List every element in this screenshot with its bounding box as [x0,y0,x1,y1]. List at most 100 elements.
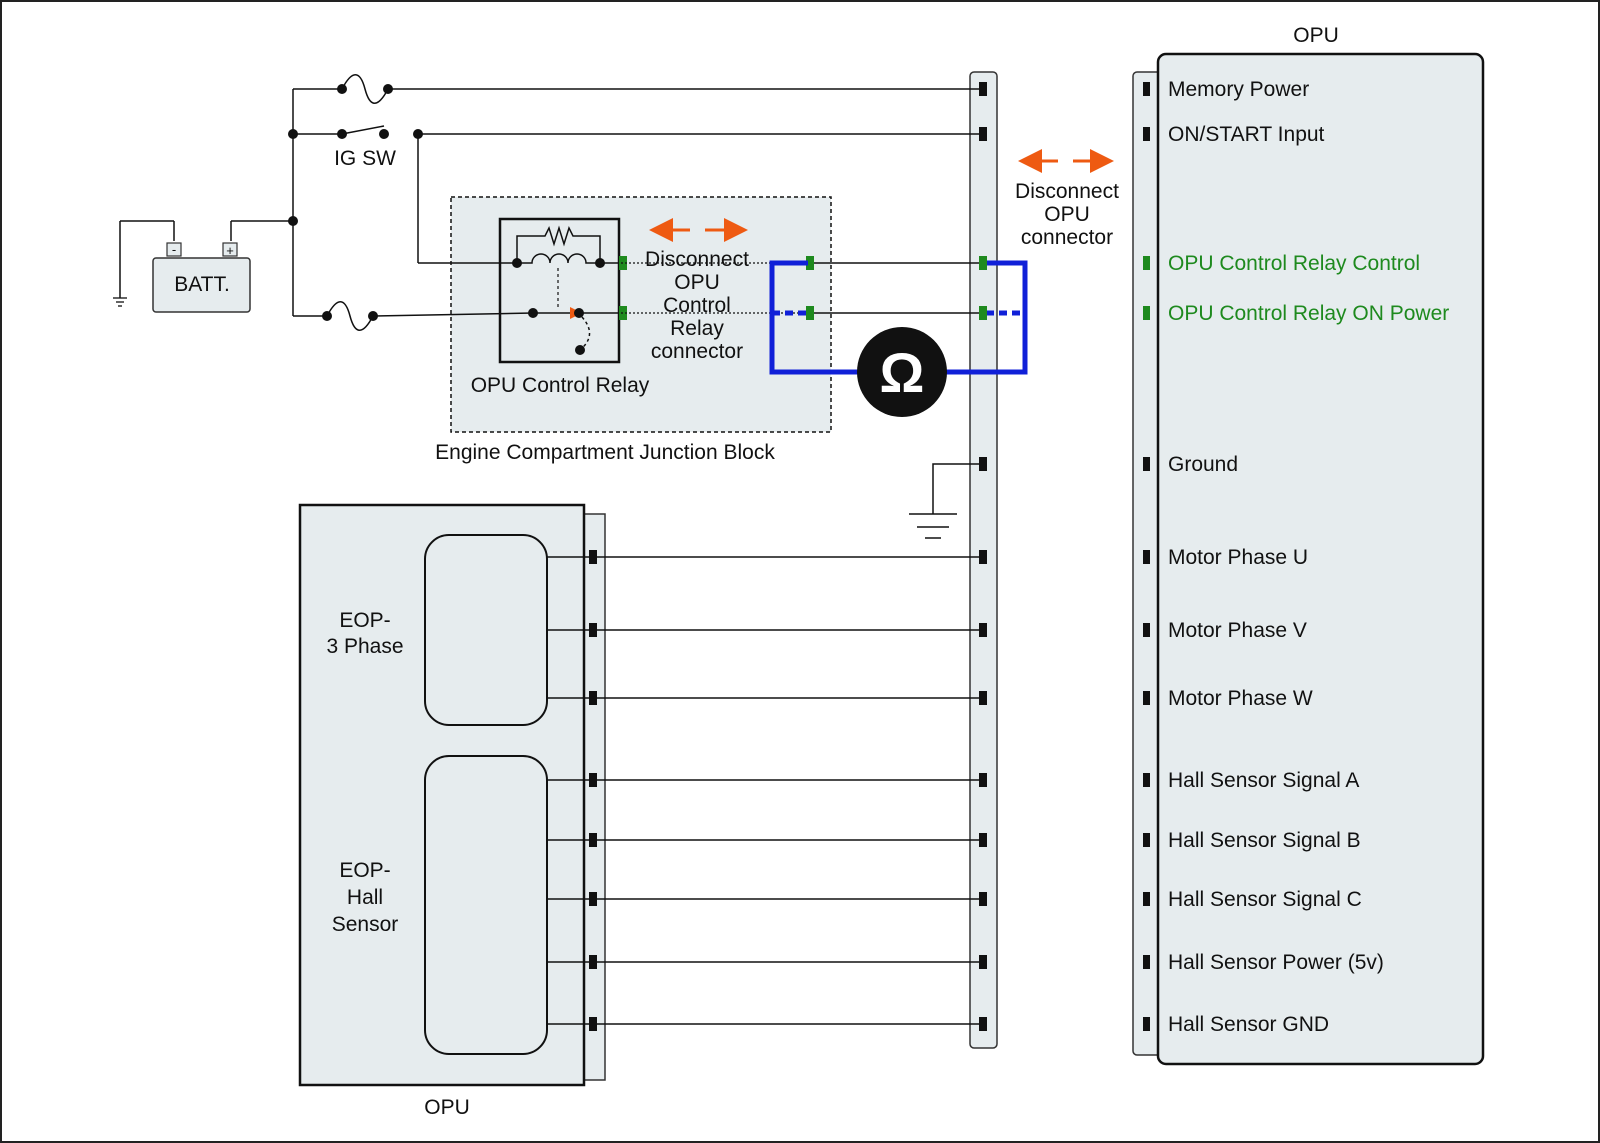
disconnect-relay-line-3: Control [663,294,731,317]
opu-right-pin-label: Hall Sensor Signal B [1168,829,1361,852]
opu-right-pin [1143,127,1150,141]
opu-right-pin [1143,256,1150,270]
battery-body [152,257,251,313]
central-strip-pin [979,82,987,96]
battery-neg-terminal [166,242,182,257]
ohmmeter-icon [857,327,947,417]
opu-left-label: OPU [424,1096,470,1119]
disconnect-opu-line-1: Disconnect [1015,180,1119,203]
opu-right-pin-label: Hall Sensor GND [1168,1013,1329,1036]
opu-right-pin [1143,691,1150,705]
opu-control-relay-box [498,217,621,364]
central-strip-pin [979,1017,987,1031]
opu-right-pin [1143,833,1150,847]
wire-node [383,84,393,94]
central-strip-pin [979,833,987,847]
eop-hall-line-2: Hall [347,886,383,909]
central-strip-pin [979,623,987,637]
opu-right-pin-label: Ground [1168,453,1238,476]
battery-pos-sign: + [226,243,234,258]
eop-hall-sensor-block [424,755,548,1055]
opu-right-pin [1143,457,1150,471]
opu-right-pin [1143,955,1150,969]
opu-left-pin [589,550,597,564]
central-strip-pin [979,550,987,564]
disconnect-opu-line-2: OPU [1044,203,1090,226]
wire-node [288,129,298,139]
opu-right-pin-label: Hall Sensor Power (5v) [1168,951,1384,974]
wire-node [288,216,298,226]
opu-right-pin [1143,1017,1150,1031]
opu-right-pin-label: OPU Control Relay ON Power [1168,302,1449,325]
wire-node [379,129,389,139]
central-strip-pin [979,773,987,787]
relay-node [595,258,605,268]
opu-right-pin-label: Motor Phase V [1168,619,1307,642]
central-strip-pin [979,256,987,270]
wire-node [322,311,332,321]
ground-wire [932,463,983,514]
junction-block: Engine Compartment Junction Block OPU Co… [435,196,832,464]
ground-icon-strip [909,513,957,539]
relay-connector-pin [806,256,814,270]
ground-icon-battery [113,297,127,307]
opu-right-pin [1143,773,1150,787]
fuse-icon-relay [326,301,374,331]
battery-neg-sign: - [172,242,176,257]
fuse-icon-memory [341,74,389,104]
opu-right-pin [1143,82,1150,96]
opu-right-pin [1143,306,1150,320]
opu-right-pin-label: Motor Phase W [1168,687,1313,710]
opu-right-pin [1143,623,1150,637]
power-wiring [119,88,983,317]
ohmmeter-symbol: Ω [880,341,925,404]
wire-node [337,129,347,139]
eop-hall-line-1: EOP- [339,859,390,882]
opu-right-pin-label: Motor Phase U [1168,546,1308,569]
ig-switch-icon [341,125,385,135]
disconnect-relay-line-4: Relay [670,317,724,340]
disconnect-relay-line-1: Disconnect [645,248,749,271]
opu-right-pin-label: Hall Sensor Signal C [1168,888,1362,911]
eop-hall-line-3: Sensor [332,913,399,936]
opu-left-pin [589,773,597,787]
battery-pos-terminal [222,242,238,257]
opu-left-pin [589,623,597,637]
junction-block-label: Engine Compartment Junction Block [435,441,775,464]
opu-left-pin [589,833,597,847]
opu-left-pin [589,955,597,969]
disconnect-opu-line-3: connector [1021,226,1113,249]
disconnect-relay-line-2: OPU [674,271,720,294]
opu-right-body [1156,52,1485,1066]
eop-3phase-line-2: 3 Phase [326,635,403,658]
central-strip-pin [979,892,987,906]
central-strip-pin [979,955,987,969]
signal-wires [547,550,983,1031]
central-strip-pins [979,82,987,1031]
central-strip-pin [979,457,987,471]
opu-right-title: OPU [1293,24,1339,47]
opu-right-pin-label: Memory Power [1168,78,1309,101]
relay-node [574,308,584,318]
opu-right-pin [1143,550,1150,564]
opu-left-pin [589,691,597,705]
relay-switch-arc [579,316,591,351]
ig-switch-label: IG SW [334,147,396,170]
disconnect-relay-line-5: connector [651,340,743,363]
wire-node [413,129,423,139]
opu-left-pin [589,892,597,906]
wire-node [337,84,347,94]
eop-3phase-line-1: EOP- [339,609,390,632]
wire-node [368,311,378,321]
opu-right-pin-label: OPU Control Relay Control [1168,252,1420,275]
central-strip-pin [979,691,987,705]
relay-coil-winding-icon [517,253,600,264]
opu-control-relay-label: OPU Control Relay [471,374,650,397]
central-strip-pin [979,127,987,141]
relay-coil-icon [516,225,601,263]
battery: - + BATT. [152,242,251,313]
battery-label: BATT. [174,273,230,296]
